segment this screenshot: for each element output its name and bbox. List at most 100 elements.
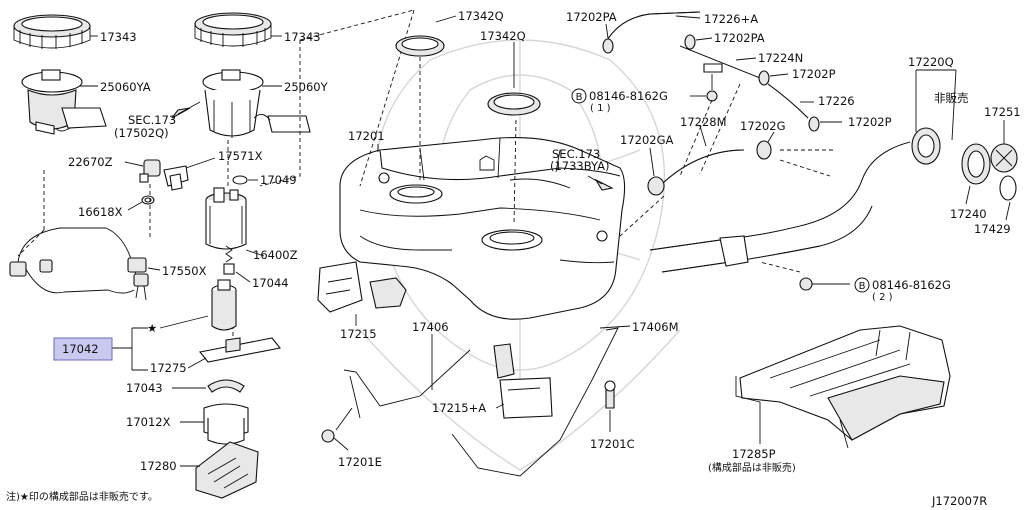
label-17342Q-a: 17342Q — [458, 9, 504, 23]
label-17280: 17280 — [140, 459, 177, 473]
label-17220Q: 17220Q — [908, 55, 954, 69]
label-17285P-note: (構成部品は非販売) — [708, 461, 796, 474]
label-17240: 17240 — [950, 207, 987, 221]
highlight-17042 — [53, 337, 113, 361]
label-25060YA: 25060YA — [100, 80, 151, 94]
part-17226A-hose — [605, 11, 701, 43]
label-sec173-b-line2: (1733BYA) — [550, 159, 610, 173]
leader-dashed-hoses — [679, 83, 741, 177]
part-17202P-clamp-b — [808, 116, 842, 132]
label-17215A: 17215+A — [432, 401, 486, 415]
label-17226: 17226 — [818, 94, 855, 108]
part-17240-seal — [961, 143, 991, 205]
diagram-code: J172007R — [931, 494, 987, 508]
part-17215A-bracket — [493, 343, 553, 419]
label-17224N: 17224N — [758, 51, 803, 65]
part-17202P-clamp-a — [758, 70, 789, 86]
label-bolt-08146-b-qty: ( 2 ) — [872, 292, 893, 303]
label-17042: 17042 — [62, 342, 99, 356]
part-17228M-hose — [663, 125, 745, 183]
part-17280-case — [180, 441, 259, 499]
part-17012X-reservoir — [180, 403, 249, 445]
part-17202G-clamp — [756, 131, 775, 160]
label-17285P: 17285P — [732, 447, 776, 461]
label-17044: 17044 — [252, 276, 289, 290]
part-16400Z-filter — [205, 187, 265, 257]
label-bolt-08146-a: 08146-8162G — [589, 89, 668, 103]
label-17429: 17429 — [974, 222, 1011, 236]
part-17220Q-filler-tube — [649, 69, 957, 273]
part-17215-bracket — [317, 261, 407, 326]
label-17201E: 17201E — [338, 455, 382, 469]
label-sec173-a-line2: (17502Q) — [114, 126, 169, 140]
label-17342Q-b: 17342Q — [480, 29, 526, 43]
part-17251-cap — [990, 120, 1018, 173]
part-22670Z-sensor — [124, 159, 161, 183]
part-17224N-pipe — [679, 45, 761, 79]
label-17202PA-a: 17202PA — [566, 10, 617, 24]
label-17012X: 17012X — [126, 415, 171, 429]
label-17043: 17043 — [126, 381, 163, 395]
bracket-17042 — [112, 327, 148, 371]
part-17571X-clip — [163, 157, 216, 191]
part-16618X-oring — [127, 195, 155, 211]
part-17201E-bolt — [321, 407, 353, 451]
label-sec173-b-line1: SEC.173 — [552, 147, 600, 161]
part-bracket-bolt-top — [690, 63, 723, 102]
sec173-arrow-left — [171, 107, 191, 119]
label-bolt-08146-b: 08146-8162G — [872, 278, 951, 292]
svg-text:B: B — [576, 92, 583, 103]
label-17202P-a: 17202P — [792, 67, 836, 81]
part-pump-motor — [211, 279, 237, 331]
label-17215: 17215 — [340, 327, 377, 341]
label-17202G: 17202G — [740, 119, 786, 133]
label-17343-a: 17343 — [100, 30, 137, 44]
label-17550X: 17550X — [162, 264, 207, 278]
label-25060Y: 25060Y — [284, 80, 329, 94]
bolt-marker-b-top: B — [571, 88, 587, 104]
label-17571X: 17571X — [218, 149, 263, 163]
leader-dashed-tank-d — [513, 119, 517, 225]
part-17226-hose — [767, 83, 814, 119]
part-17342Q-ring-mid — [487, 42, 541, 116]
part-17342Q-ring-top — [395, 15, 457, 57]
leader-dashed-filler — [619, 149, 834, 237]
label-17226A: 17226+A — [704, 12, 758, 26]
label-17343-b: 17343 — [284, 30, 321, 44]
part-bracket-bolt-bottom — [759, 261, 850, 291]
footnote-text: 注)★印の構成部品は非販売です。 — [6, 490, 158, 503]
part-17343-ring-right — [194, 12, 282, 47]
part-17550X-harness — [9, 227, 161, 301]
label-17202GA: 17202GA — [620, 133, 673, 147]
part-17049-oring — [232, 175, 258, 185]
label-16618X: 16618X — [78, 205, 123, 219]
part-17201C-bolt — [604, 380, 616, 432]
label-16400Z: 16400Z — [253, 248, 298, 262]
part-17343-ring-left — [13, 14, 98, 49]
label-17202PA-b: 17202PA — [714, 31, 765, 45]
label-22670Z: 22670Z — [68, 155, 113, 169]
part-17285P-shield — [735, 325, 951, 449]
label-17406M: 17406M — [632, 320, 679, 334]
label-sec173-a-line1: SEC.173 — [128, 113, 176, 127]
label-17406: 17406 — [412, 320, 449, 334]
part-17202PA-clamp-a — [602, 23, 614, 54]
part-17043-retainer — [172, 379, 245, 393]
label-17049: 17049 — [260, 173, 297, 187]
part-25060YA-sender-unit — [21, 69, 107, 135]
part-17275-plate — [199, 337, 281, 363]
part-17406-strap — [343, 334, 471, 419]
label-hanbai: 非販売 — [934, 91, 969, 105]
label-17251: 17251 — [984, 105, 1021, 119]
leader-dashed-tank-b — [259, 9, 415, 187]
part-17429-oring — [999, 175, 1017, 221]
label-17201C: 17201C — [590, 437, 635, 451]
part-17044-spring — [223, 245, 251, 283]
label-star-marker: ★ — [147, 321, 157, 335]
svg-text:B: B — [859, 281, 866, 292]
label-17275: 17275 — [150, 361, 187, 375]
part-labels: 17343 17343 25060YA 25060Y SEC.173 (1750… — [6, 9, 1021, 508]
label-17228M: 17228M — [680, 115, 727, 129]
label-17202P-b: 17202P — [848, 115, 892, 129]
